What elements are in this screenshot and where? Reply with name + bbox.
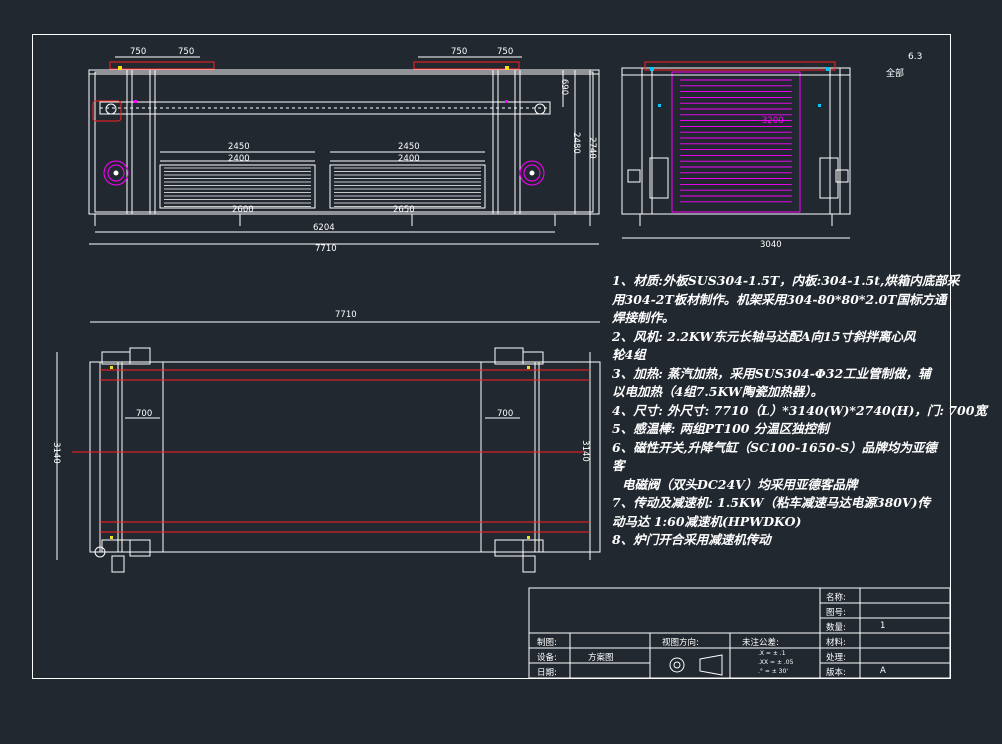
title-name-label: 名称: [826, 593, 846, 603]
side-view-rack-shelves [680, 79, 792, 203]
title-version-label: 版本: [826, 668, 846, 678]
note-line: 5、感温棒: 两组PT100 分温区独控制 [612, 421, 829, 436]
title-tolerance-3: .° = ± 30' [758, 668, 788, 675]
dim-7710-plan: 7710 [335, 310, 357, 320]
note-line: 7、传动及减速机: 1.5KW（粘车减速马达电源380V)传 [612, 495, 931, 510]
note-line: 以电加热（4组7.5KW陶瓷加热器）。 [612, 384, 824, 399]
title-drawing-no-label: 图号: [826, 608, 846, 618]
dim-3140-left: 3140 [50, 442, 61, 464]
title-design-label: 设备: [537, 653, 557, 663]
dim-heater-outer-1: 2450 [228, 142, 250, 152]
dim-top-4: 750 [497, 47, 514, 57]
title-view-direction-label: 视图方向: [662, 638, 699, 648]
title-date-label: 日期: [537, 668, 557, 678]
title-version-value: A [880, 666, 886, 676]
note-line: 轮4组 [612, 347, 646, 362]
plan-view-red-conveyor [72, 369, 590, 533]
title-block [528, 587, 951, 679]
note-line: 3、加热: 蒸汽加热，采用SUS304-Φ32工业管制做，辅 [612, 365, 931, 381]
title-quantity-label: 数量: [826, 623, 846, 633]
dim-bottom-1: 2600 [232, 205, 254, 215]
title-tolerance-1: .X = ± .1 [758, 650, 786, 657]
side-view-blue-fittings [650, 67, 830, 107]
technical-notes: 1、材质:外板SUS304-1.5T，内板:304-1.5t,烘箱内底部采 用3… [612, 272, 987, 550]
note-line: 焊接制作。 [612, 310, 675, 325]
note-line: 6、磁性开关,升降气缸（SC100-1650-S）品牌均为亚德 [612, 439, 937, 455]
note-line: 2、风机: 2.2KW东元长轴马达配A向15寸斜拌离心风 [612, 328, 916, 344]
front-heater-coils [164, 167, 481, 207]
drawing-border [32, 34, 951, 679]
dim-bottom-2: 2650 [393, 205, 415, 215]
dim-heater-inner-2: 2400 [398, 154, 420, 164]
side-center-label: 3200 [762, 116, 784, 126]
dim-7710-front: 7710 [315, 244, 337, 254]
title-quantity-value: 1 [880, 621, 886, 631]
title-material-label: 材料: [826, 638, 846, 648]
dim-heater-outer-2: 2450 [398, 142, 420, 152]
title-drawn-label: 制图: [537, 638, 557, 648]
dim-top-1: 750 [130, 47, 147, 57]
plan-view [56, 321, 601, 573]
dim-700-left: 700 [136, 409, 153, 419]
dim-top-3: 750 [451, 47, 468, 57]
dim-2740: 2740 [586, 137, 597, 159]
note-line: 1、材质:外板SUS304-1.5T，内板:304-1.5t,烘箱内底部采 [612, 273, 960, 288]
title-design-value: 方案图 [588, 653, 614, 663]
dim-700-right: 700 [497, 409, 514, 419]
note-line: 4、尺寸: 外尺寸: 7710（L）*3140(W)*2740(H)，门: 70… [612, 402, 987, 418]
title-tolerance-2: .XX = ± .05 [758, 659, 794, 666]
title-tolerance-label: 未注公差: [742, 638, 779, 648]
dim-heater-inner-1: 2400 [228, 154, 250, 164]
dim-3040: 3040 [760, 240, 782, 250]
front-elevation-view [88, 56, 600, 245]
note-line: 客 [612, 458, 625, 473]
surface-roughness: 6.3 [908, 52, 923, 62]
note-line: 8、炉门开合采用减速机传动 [612, 532, 771, 547]
dim-6204: 6204 [313, 223, 335, 233]
title-treatment-label: 处理: [826, 653, 846, 663]
dim-690: 690 [559, 78, 570, 96]
side-elevation-view [621, 61, 851, 239]
dim-3140-right: 3140 [579, 440, 590, 462]
dim-top-2: 750 [178, 47, 195, 57]
plan-view-yellow-marks [110, 366, 530, 539]
note-line: 电磁阀（双头DC24V）均采用亚德客品牌 [622, 476, 858, 492]
note-line: 用304-2T板材制作。机架采用304-80*80*2.0T国标方通 [612, 291, 947, 307]
note-line: 动马达 1:60减速机(HPWDKO) [612, 513, 802, 529]
front-view-accent-marks [118, 66, 509, 103]
dim-2480: 2480 [570, 132, 581, 154]
surface-roughness-all: 全部 [886, 69, 905, 79]
